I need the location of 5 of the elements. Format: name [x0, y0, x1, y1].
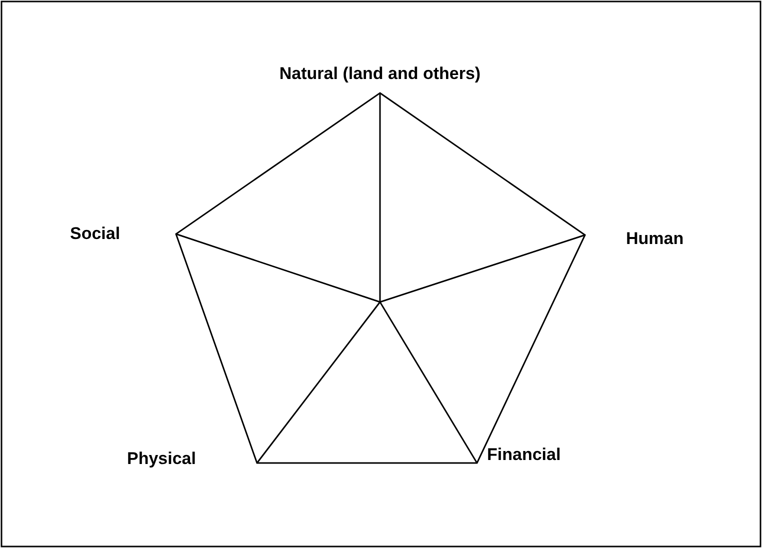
vertex-label: Financial [487, 445, 561, 465]
vertex-label: Natural (land and others) [279, 64, 481, 84]
vertex-label: Human [626, 229, 684, 249]
vertex-label: Physical [127, 449, 196, 469]
vertex-label: Social [70, 224, 120, 244]
